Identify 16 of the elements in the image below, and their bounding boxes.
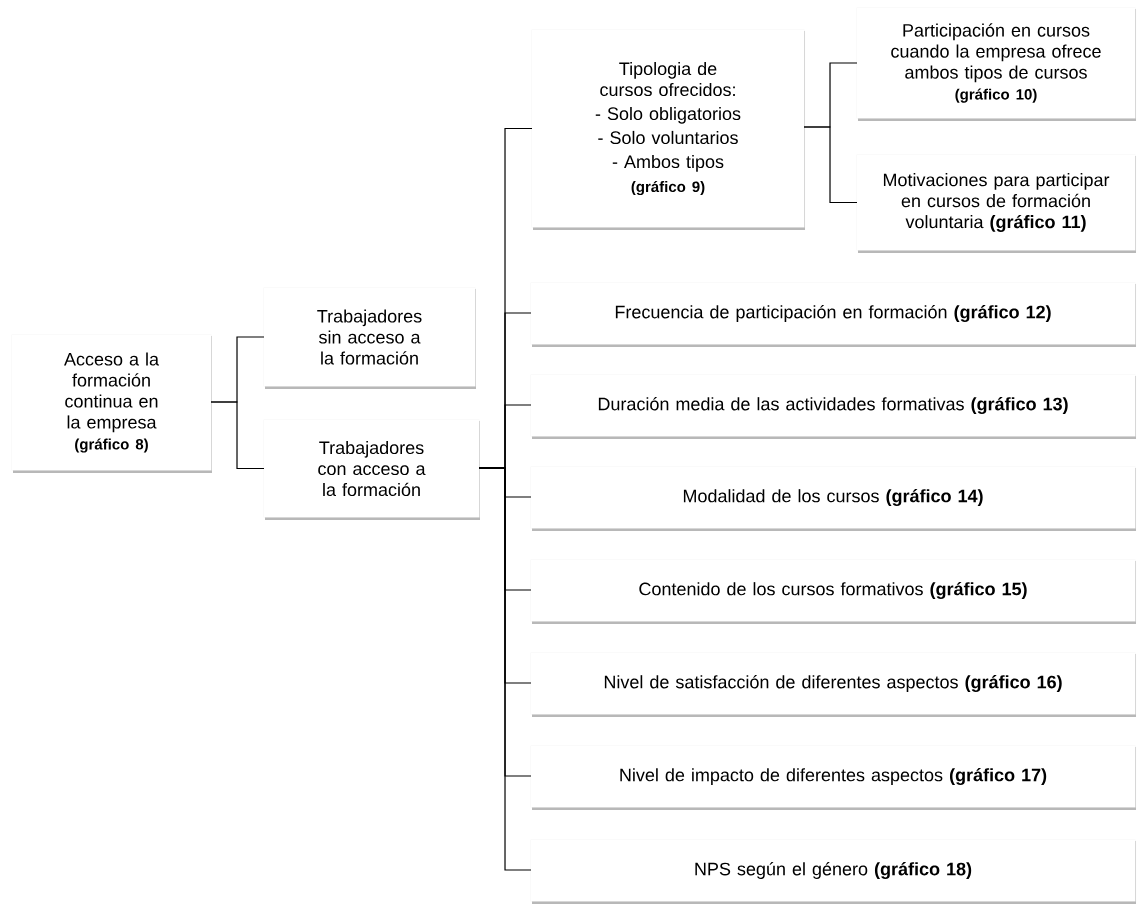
topic-box: NPS según el género (gráfico 18) (530, 839, 1136, 904)
topic-box: Motivaciones para participar en cursos de formación voluntaria (gráfico 11) (856, 154, 1136, 253)
topic-box: Duración media de las actividades formativas (gráfico 13) (530, 374, 1136, 439)
topic-box: Frecuencia de participación en formación (gráfico 12) (530, 282, 1136, 347)
topic-box: Trabajadores sin acceso a la formación (263, 287, 476, 389)
topic-box: Acceso a la formación continua en la empresa (gráfico 8) (11, 334, 212, 473)
connector-line (478, 467, 532, 871)
topic-box: Nivel de impacto de diferentes aspectos (gráfico 17) (530, 745, 1136, 810)
topic-box: Contenido de los cursos formativos (gráfico 15) (530, 559, 1136, 624)
topic-box: Participación en cursos cuando la empresa ofrece ambos tipos de cursos (gráfico 10) (856, 7, 1136, 121)
topic-box: Trabajadores con acceso a la formación (263, 419, 480, 520)
connector-line (210, 401, 265, 470)
topic-box: Nivel de satisfacción de diferentes aspectos (gráfico 16) (530, 652, 1136, 717)
connector-line (803, 126, 858, 204)
topic-box: Modalidad de los cursos (gráfico 14) (530, 466, 1136, 531)
topic-box: Tipologia de cursos ofrecidos: - Solo obligatorios - Solo voluntarios - Ambos tipos (gráfico 9) (531, 29, 805, 230)
